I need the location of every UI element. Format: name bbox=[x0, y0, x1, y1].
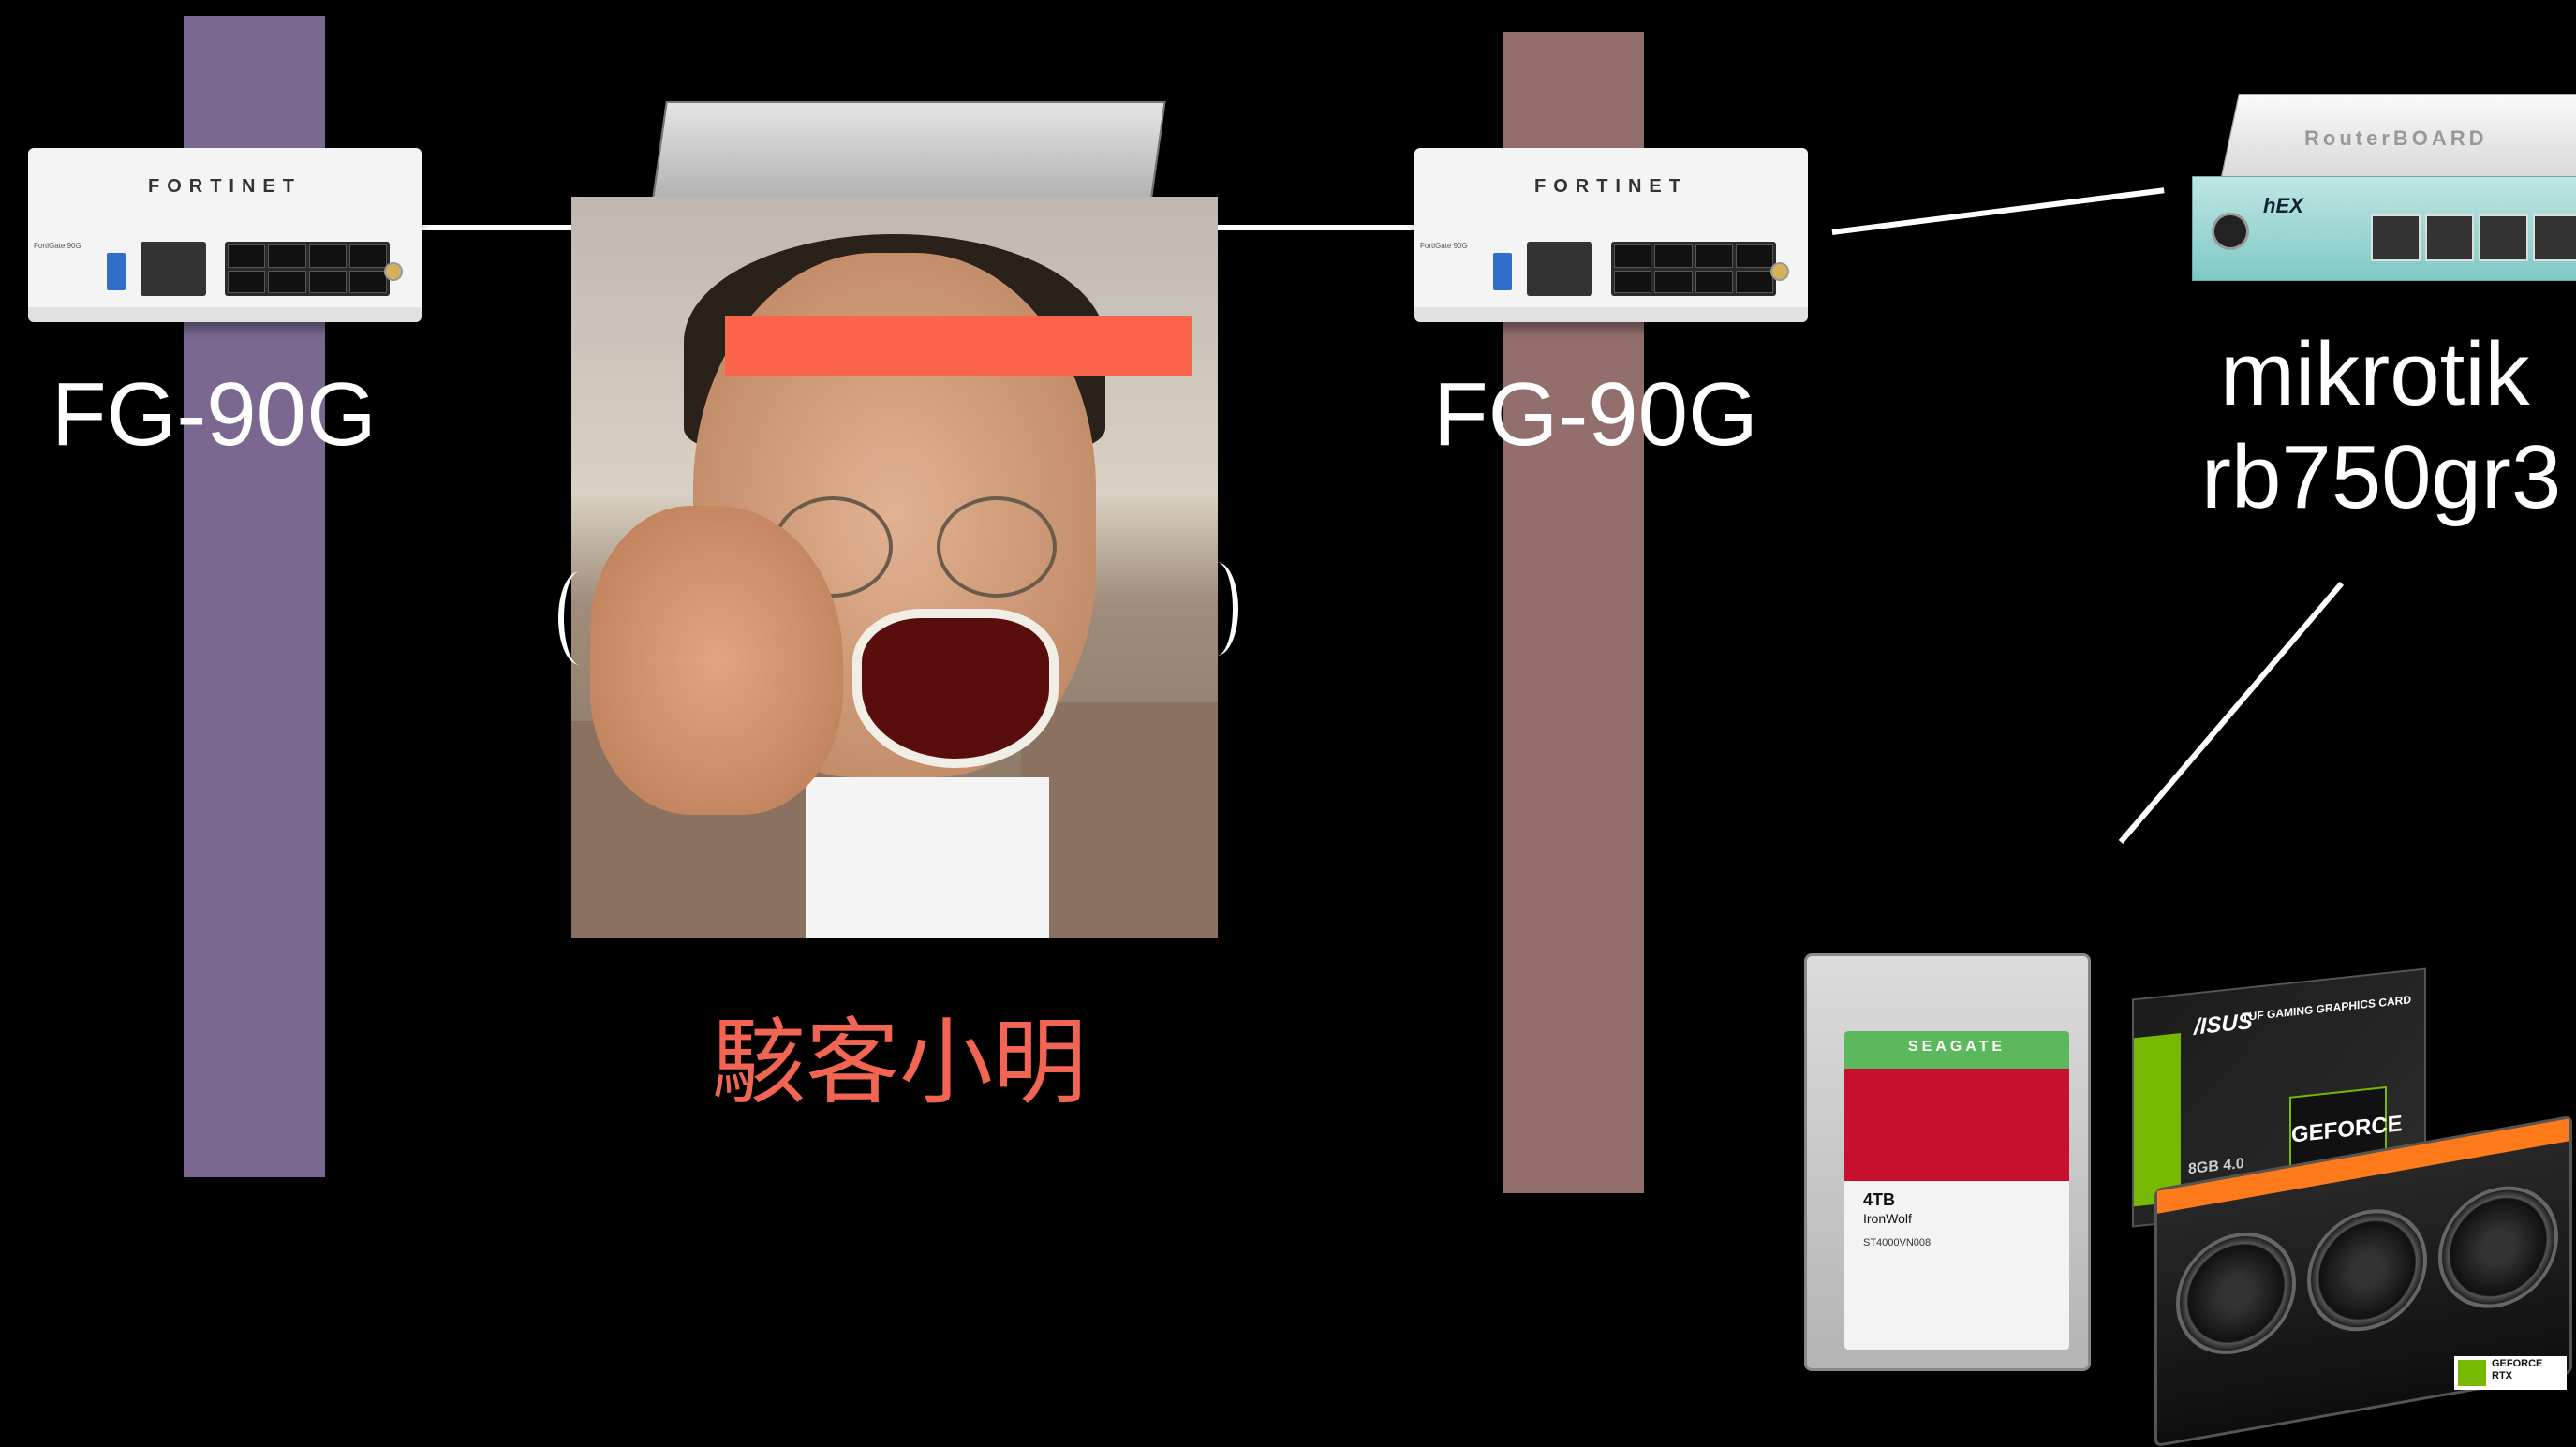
router-front-panel: hEX bbox=[2192, 176, 2576, 281]
firewall-right-device: FORTINET FortiGate 90G bbox=[1414, 148, 1808, 322]
eye-redaction-bar bbox=[725, 316, 1192, 376]
hdd-sku: ST4000VN008 bbox=[1863, 1237, 1932, 1248]
hdd-label-header bbox=[1844, 1031, 2069, 1069]
nvidia-green-stripe bbox=[2134, 1033, 2181, 1207]
antenna-connector-icon bbox=[1770, 262, 1789, 281]
person-photo bbox=[571, 197, 1218, 938]
right-arc-bracket bbox=[1195, 562, 1238, 656]
antenna-connector-icon bbox=[384, 262, 403, 281]
ironwolf-graphic bbox=[1844, 1069, 2069, 1181]
gpu-fan-icon bbox=[2438, 1176, 2558, 1318]
sfp-ports bbox=[141, 242, 206, 296]
nvidia-logo-icon bbox=[2458, 1360, 2486, 1386]
firewall-model-text: FortiGate 90G bbox=[1420, 242, 1468, 250]
tuf-gaming-logo: TUF GAMING GRAPHICS CARD bbox=[2242, 993, 2411, 1025]
firewall-left-device: FORTINET FortiGate 90G bbox=[28, 148, 422, 322]
gpu-fan-icon bbox=[2307, 1200, 2427, 1341]
link-server-to-fw-right bbox=[1188, 225, 1428, 230]
routerboard-logo: RouterBOARD bbox=[2304, 126, 2488, 150]
link-router-to-storage bbox=[2118, 582, 2345, 844]
open-mouth bbox=[852, 609, 1059, 768]
sfp-ports bbox=[1527, 242, 1592, 296]
router-device: RouterBOARD hEX bbox=[2192, 94, 2576, 281]
link-fw-left-to-server bbox=[420, 225, 616, 230]
fortinet-logo: FORTINET bbox=[148, 176, 302, 197]
router-label-line1: mikrotik bbox=[2220, 324, 2530, 424]
usb-port-icon bbox=[107, 253, 126, 290]
hard-drive-device: SEAGATE 4TB IronWolf ST4000VN008 bbox=[1804, 953, 2091, 1371]
firewall-model-text: FortiGate 90G bbox=[34, 242, 81, 250]
thumbs-up-hand bbox=[590, 506, 843, 815]
router-label-line2: rb750gr3 bbox=[2201, 427, 2562, 527]
gpu-fan-icon bbox=[2176, 1222, 2296, 1365]
seagate-logo: SEAGATE bbox=[1907, 1039, 2006, 1055]
power-jack-icon bbox=[2212, 213, 2249, 250]
ethernet-ports bbox=[1611, 242, 1776, 296]
firewall-right-label: FG-90G bbox=[1433, 364, 1758, 465]
hex-logo: hEX bbox=[2263, 194, 2303, 217]
white-shirt bbox=[806, 777, 1049, 938]
fortinet-logo: FORTINET bbox=[1534, 176, 1688, 197]
ethernet-ports bbox=[225, 242, 390, 296]
hdd-model: IronWolf bbox=[1863, 1211, 1912, 1226]
left-arc-bracket bbox=[558, 571, 601, 665]
usb-port-icon bbox=[1493, 253, 1512, 290]
jacket-right bbox=[1021, 702, 1218, 938]
firewall-left-label: FG-90G bbox=[52, 364, 377, 465]
person-caption: 駭客小明 bbox=[712, 1008, 1087, 1117]
hdd-capacity: 4TB bbox=[1863, 1190, 1896, 1209]
router-ethernet-ports bbox=[2371, 214, 2576, 261]
glasses-right-icon bbox=[937, 496, 1057, 598]
link-fw-right-to-router bbox=[1831, 187, 2165, 235]
